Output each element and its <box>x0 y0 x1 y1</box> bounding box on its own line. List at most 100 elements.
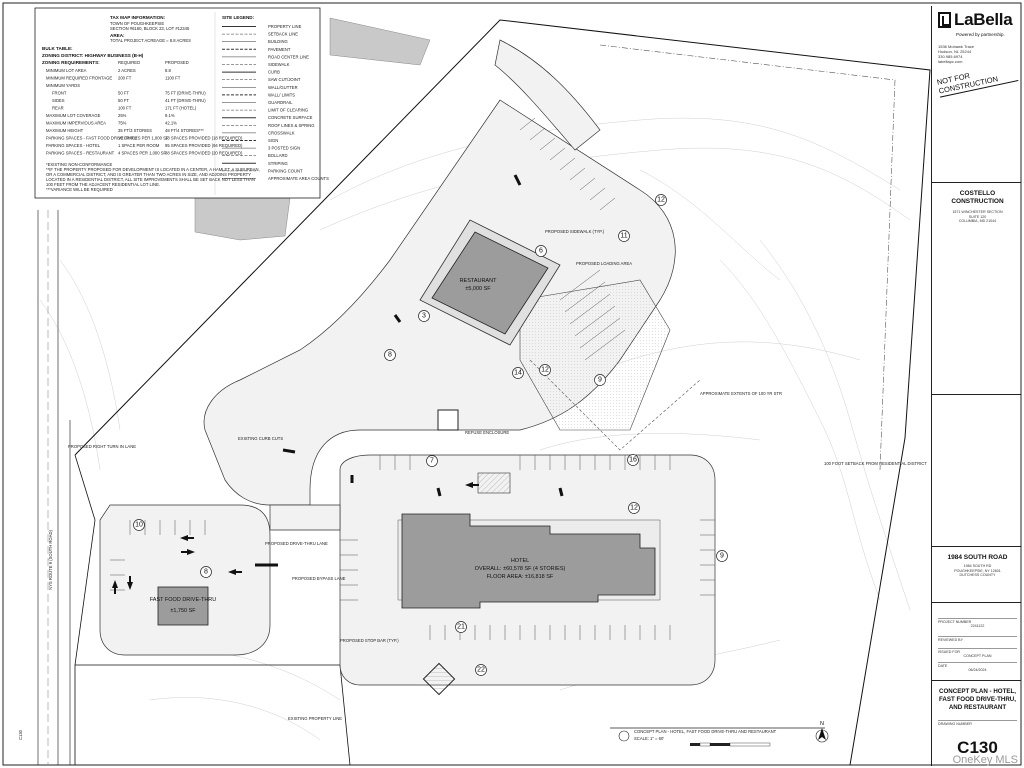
parking-count-circle <box>594 374 606 386</box>
bulk-row-required: 200 FT <box>118 76 132 81</box>
zoning-requirements-title: ZONING REQUIREMENTS: <box>42 60 100 65</box>
parking-count-circle <box>384 349 396 361</box>
legend-item-label: GUARDRAIL <box>268 100 293 105</box>
parking-count-label: 12 <box>541 367 549 374</box>
hotel-floor-area: FLOOR AREA: ±16,818 SF <box>487 574 554 580</box>
route-9-road <box>37 210 71 765</box>
legend-item-label: SAW CUT/JOINT <box>268 77 301 82</box>
bulk-row-required: 1 SPACE PER ROOM <box>118 143 160 148</box>
callout-label: PROPOSED RIGHT TURN IN LANE <box>68 444 136 449</box>
parking-count-circle <box>455 621 467 633</box>
north-label: N <box>820 721 824 727</box>
north-arrow-icon <box>815 728 829 743</box>
callout-label: REFUSE ENCLOSURE <box>465 430 509 435</box>
bulk-row-label: MAXIMUM HEIGHT <box>46 128 84 133</box>
legend-item-label: CURB <box>268 70 280 75</box>
bulk-row-proposed: 1100 FT <box>165 76 181 81</box>
plan-title: CONCEPT PLAN - HOTEL, FAST FOOD DRIVE-TH… <box>634 729 777 734</box>
bulk-row-label: REAR <box>52 106 64 111</box>
bulk-note: **IF THE PROPERTY PROPOSED FOR DEVELOPME… <box>46 167 260 172</box>
legend-item-label: APPROXIMATE AREA COUNTS <box>268 176 329 181</box>
bulk-note: ***VARIANCE WILL BE REQUIRED <box>46 187 113 192</box>
bulk-row-label: MINIMUM LOT AREA <box>46 68 87 73</box>
plan-scale: SCALE: 1" = 60' <box>634 736 664 741</box>
parking-count-circle <box>418 310 430 322</box>
callout-label: PROPOSED LOADING AREA <box>576 261 632 266</box>
parking-count-label: 3 <box>422 313 426 320</box>
callout-label: PROPOSED STOP BAR (TYP.) <box>340 638 399 643</box>
fast-food-building <box>157 586 209 626</box>
traffic-arrows <box>112 482 479 594</box>
legend-item-label: WALL/GUTTER <box>268 85 298 90</box>
existing-building-west <box>194 197 291 241</box>
parking-count-circle <box>200 566 212 578</box>
parking-stalls <box>110 117 715 640</box>
legend-item-label: CROSSWALK <box>268 130 295 135</box>
bulk-row-label: FRONT <box>52 91 67 96</box>
curb-cut-marks <box>255 174 564 567</box>
title-block: LaBella Powered by partnership. 1536 Moh… <box>931 6 1021 766</box>
restaurant-area: ±5,000 SF <box>465 286 491 292</box>
parking-count-label: 10 <box>135 522 143 529</box>
restaurant-building <box>419 219 561 346</box>
legend-item-label: SETBACK LINE <box>268 32 298 37</box>
bulk-note: OR A COMMERCIAL DISTRICT, AND IS GREATER… <box>46 172 251 177</box>
bulk-row-required: 35 FT/3 STORIES <box>118 128 152 133</box>
bulk-row-label: MAXIMUM LOT COVERAGE <box>46 113 101 118</box>
parking-count-label: 22 <box>477 667 485 674</box>
bulk-row-proposed: 18 SPACES PROVIDED (18 REQUIRED) <box>165 136 243 141</box>
client-name: COSTELLO CONSTRUCTION <box>951 190 1004 205</box>
not-for-construction-stamp: NOT FOR CONSTRUCTION <box>936 61 1019 98</box>
col-required: REQUIRED <box>118 60 140 65</box>
legend-item-label: ROAD CENTER LINE <box>268 54 309 59</box>
parking-count-circle <box>655 194 667 206</box>
bulk-row-proposed: 9.1% <box>165 113 175 118</box>
parking-count-circle <box>475 664 487 676</box>
bulk-row-required: 100 FT <box>118 106 132 111</box>
tax-map-line-2: SECTION #6160, BLOCK 23, LOT #12345 <box>110 26 190 31</box>
bulk-row-label: PARKING SPACES - FAST FOOD DRIVE-THRU <box>46 136 137 141</box>
hotel-overall: OVERALL: ±60,578 SF (4 STORIES) <box>475 566 566 572</box>
firm-name: LaBella <box>954 10 1013 29</box>
callout-label: PROPOSED SIDEWALK (TYP.) <box>545 229 605 234</box>
parking-count-label: 14 <box>514 370 522 377</box>
parking-count-circle <box>627 454 639 466</box>
refuse-enclosure <box>437 409 459 431</box>
bulk-note: LOCATED IN A RESIDENTIAL DISTRICT, ALL S… <box>46 177 255 182</box>
bulk-table-notes: *EXISTING NON-CONFORMANCE**IF THE PROPER… <box>46 162 260 192</box>
bulk-row-label: SIDES <box>52 98 65 103</box>
bulk-row-proposed: 171 FT (HOTEL) <box>165 106 197 111</box>
callout-label: EXISTING CURB CUTS <box>238 436 283 441</box>
hotel-building <box>397 472 661 609</box>
bulk-row-required: 50 FT <box>118 98 129 103</box>
site-legend-title: SITE LEGEND: <box>222 15 255 20</box>
existing-building-north <box>329 17 431 66</box>
callout-label: 100 FOOT SETBACK FROM RESIDENTIAL DISTRI… <box>824 461 927 466</box>
parking-count-circle <box>618 230 630 242</box>
bulk-note: 100 FEET FROM THE ADJACENT RESIDENTIAL L… <box>46 182 160 187</box>
parking-count-label: 8 <box>204 569 208 576</box>
labella-logo-icon <box>938 12 951 28</box>
parking-count-label: 8 <box>388 352 392 359</box>
refuse-enclosure-hotel <box>422 662 456 696</box>
parking-count-circle <box>535 245 547 257</box>
parking-count-label: 7 <box>430 458 434 465</box>
restaurant-label: RESTAURANT <box>460 278 498 284</box>
bulk-row-proposed: 8.8 <box>165 68 171 73</box>
area-value: TOTAL PROJECT ACREAGE = 8.8 ACRES <box>110 38 191 43</box>
parking-count-label: 16 <box>629 457 637 464</box>
parking-count-circle <box>512 367 524 379</box>
setback-line <box>599 44 896 471</box>
bulk-row-required: 2 ACRES <box>118 68 136 73</box>
bulk-row-proposed: 95 SPACES PROVIDED (94 REQUIRED) <box>165 143 243 148</box>
property-line <box>74 19 931 766</box>
drawing-name: CONCEPT PLAN - HOTEL, FAST FOOD DRIVE-TH… <box>939 688 1016 711</box>
parking-count-label: 9 <box>598 377 602 384</box>
parking-count-circle <box>426 455 438 467</box>
